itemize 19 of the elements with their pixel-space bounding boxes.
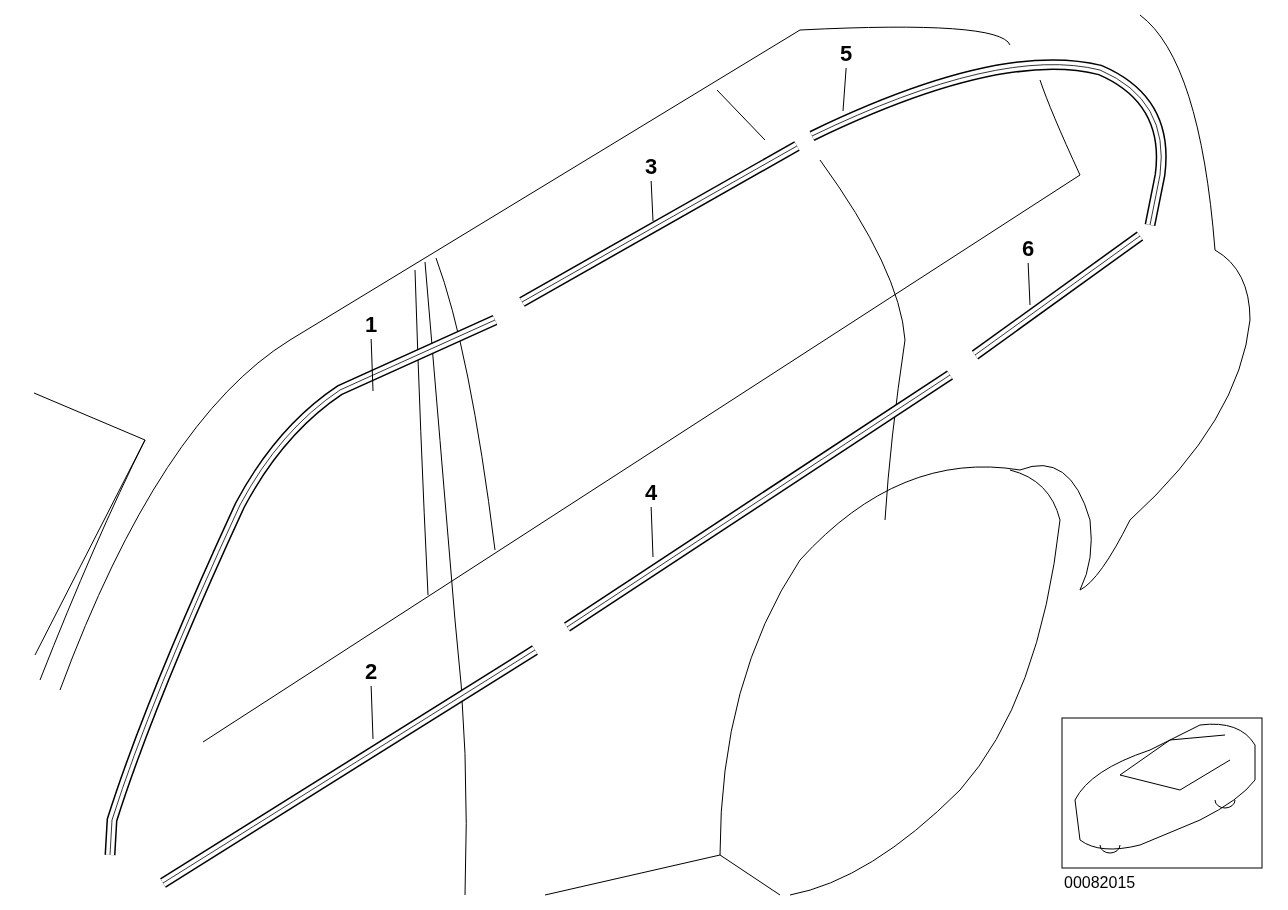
molding-strip-drawing bbox=[809, 59, 1167, 227]
callout-number: 5 bbox=[840, 42, 853, 66]
leader-line bbox=[1027, 262, 1031, 306]
molding-strip-drawing bbox=[563, 370, 954, 632]
drawing-number: 00082015 bbox=[1064, 874, 1136, 892]
molding-strip-drawing bbox=[160, 645, 538, 888]
callout-number: 3 bbox=[645, 155, 658, 179]
molding-strip-drawing bbox=[519, 141, 800, 307]
molding-strip-drawing bbox=[971, 231, 1144, 360]
leader-line bbox=[370, 338, 374, 392]
callout-number: 2 bbox=[365, 660, 378, 684]
leader-line bbox=[650, 180, 654, 222]
leader-line bbox=[370, 685, 374, 740]
leader-line bbox=[842, 67, 847, 112]
callout-number: 1 bbox=[365, 313, 378, 337]
callout-number: 6 bbox=[1022, 237, 1035, 261]
molding-strip-drawing bbox=[104, 315, 498, 856]
leader-line bbox=[650, 506, 654, 558]
callout-number: 4 bbox=[645, 481, 658, 505]
